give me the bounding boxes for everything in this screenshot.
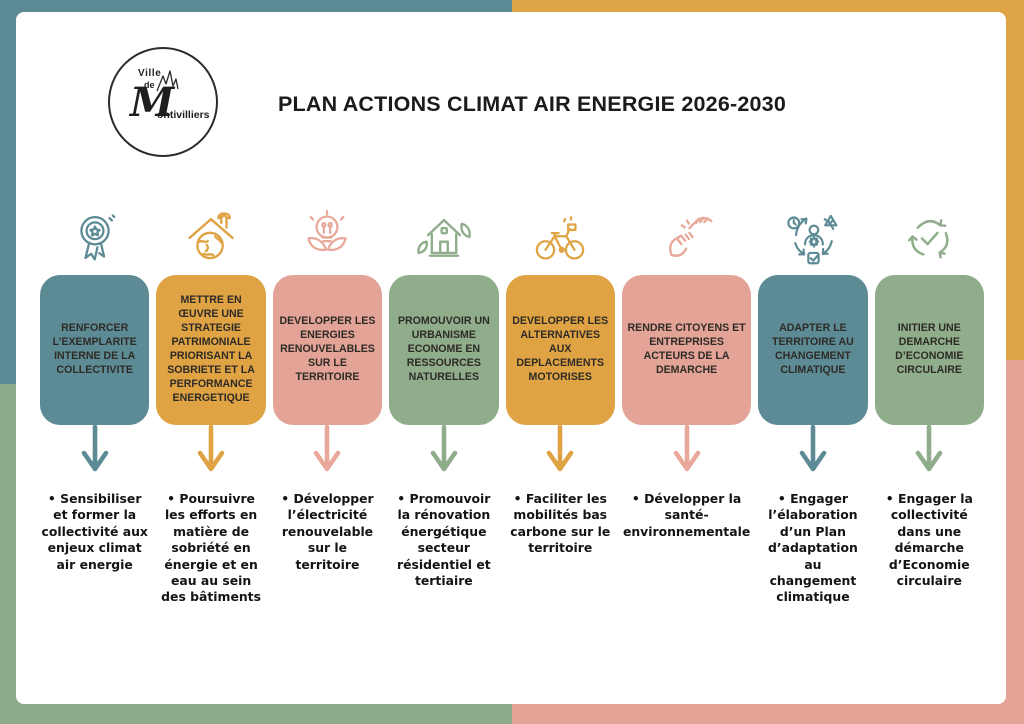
down-arrow — [911, 424, 947, 489]
column-exemplarite: RENFORCER L’EXEMPLARITE INTERNE DE LA CO… — [40, 198, 150, 606]
down-arrow — [77, 424, 113, 489]
action-box: RENFORCER L’EXEMPLARITE INTERNE DE LA CO… — [40, 275, 150, 425]
action-box: INITIER UNE DEMARCHE D’ECONOMIE CIRCULAI… — [874, 275, 984, 425]
house-globe-icon — [181, 206, 241, 268]
logo-ville: Ville — [138, 68, 162, 79]
action-text: • Développer la santé-environnementale — [622, 491, 751, 539]
column-adaptation-climat: ADAPTER LE TERRITOIRE AU CHANGEMENT CLIM… — [758, 198, 868, 606]
city-logo: Ville de M ontivilliers — [108, 47, 218, 157]
action-text: • Engager la collectivité dans une démar… — [885, 491, 973, 588]
logo-rest: ontivilliers — [157, 109, 210, 121]
column-urbanisme-econome: PROMOUVOIR UN URBANISME ECONOME EN RESSO… — [389, 198, 499, 606]
column-energies-renouvelables: DEVELOPPER LES ENERGIES RENOUVELABLES SU… — [272, 198, 383, 606]
bulb-leaves-icon — [298, 206, 356, 268]
action-text: • Faciliter les mobilités bas carbone su… — [510, 491, 611, 556]
column-citoyens-acteurs: RENDRE CITOYENS ET ENTREPRISES ACTEURS D… — [621, 198, 752, 606]
action-text: • Sensibiliser et former la collectivité… — [41, 491, 148, 572]
action-box: PROMOUVOIR UN URBANISME ECONOME EN RESSO… — [389, 275, 499, 425]
down-arrow — [309, 424, 345, 489]
bicycle-icon — [529, 210, 591, 268]
action-box: METTRE EN ŒUVRE UNE STRATEGIE PATRIMONIA… — [156, 275, 266, 425]
action-text: • Poursuivre les efforts en matière de s… — [161, 491, 261, 605]
action-text: • Développer l’électricité renouvelable … — [281, 491, 374, 572]
down-arrow — [193, 424, 229, 489]
action-text: • Promouvoir la rénovation énergétique s… — [397, 491, 491, 588]
skyline-icon — [156, 70, 179, 92]
logo-de: de — [144, 80, 155, 90]
action-box: ADAPTER LE TERRITOIRE AU CHANGEMENT CLIM… — [758, 275, 868, 425]
award-rosette-icon — [66, 208, 124, 268]
down-arrow — [426, 424, 462, 489]
action-box: DEVELOPPER LES ENERGIES RENOUVELABLES SU… — [272, 275, 383, 425]
action-box: DEVELOPPER LES ALTERNATIVES AUX DEPLACEM… — [505, 275, 615, 425]
logo-initial: M — [130, 79, 175, 126]
column-economie-circulaire: INITIER UNE DEMARCHE D’ECONOMIE CIRCULAI… — [874, 198, 984, 606]
column-deplacements: DEVELOPPER LES ALTERNATIVES AUX DEPLACEM… — [505, 198, 615, 606]
action-text: • Engager l’élaboration d’un Plan d’adap… — [768, 491, 858, 605]
hands-icon — [657, 208, 717, 268]
recycle-icon — [899, 208, 959, 268]
down-arrow — [542, 424, 578, 489]
eco-house-icon — [414, 206, 474, 268]
down-arrow — [795, 424, 831, 489]
action-columns: RENFORCER L’EXEMPLARITE INTERNE DE LA CO… — [40, 198, 984, 606]
down-arrow — [669, 424, 705, 489]
action-box: RENDRE CITOYENS ET ENTREPRISES ACTEURS D… — [621, 275, 752, 425]
adaptation-process-icon — [783, 206, 843, 268]
page-title: PLAN ACTIONS CLIMAT AIR ENERGIE 2026-203… — [278, 92, 786, 116]
column-strategie-patrimoniale: METTRE EN ŒUVRE UNE STRATEGIE PATRIMONIA… — [156, 198, 266, 606]
